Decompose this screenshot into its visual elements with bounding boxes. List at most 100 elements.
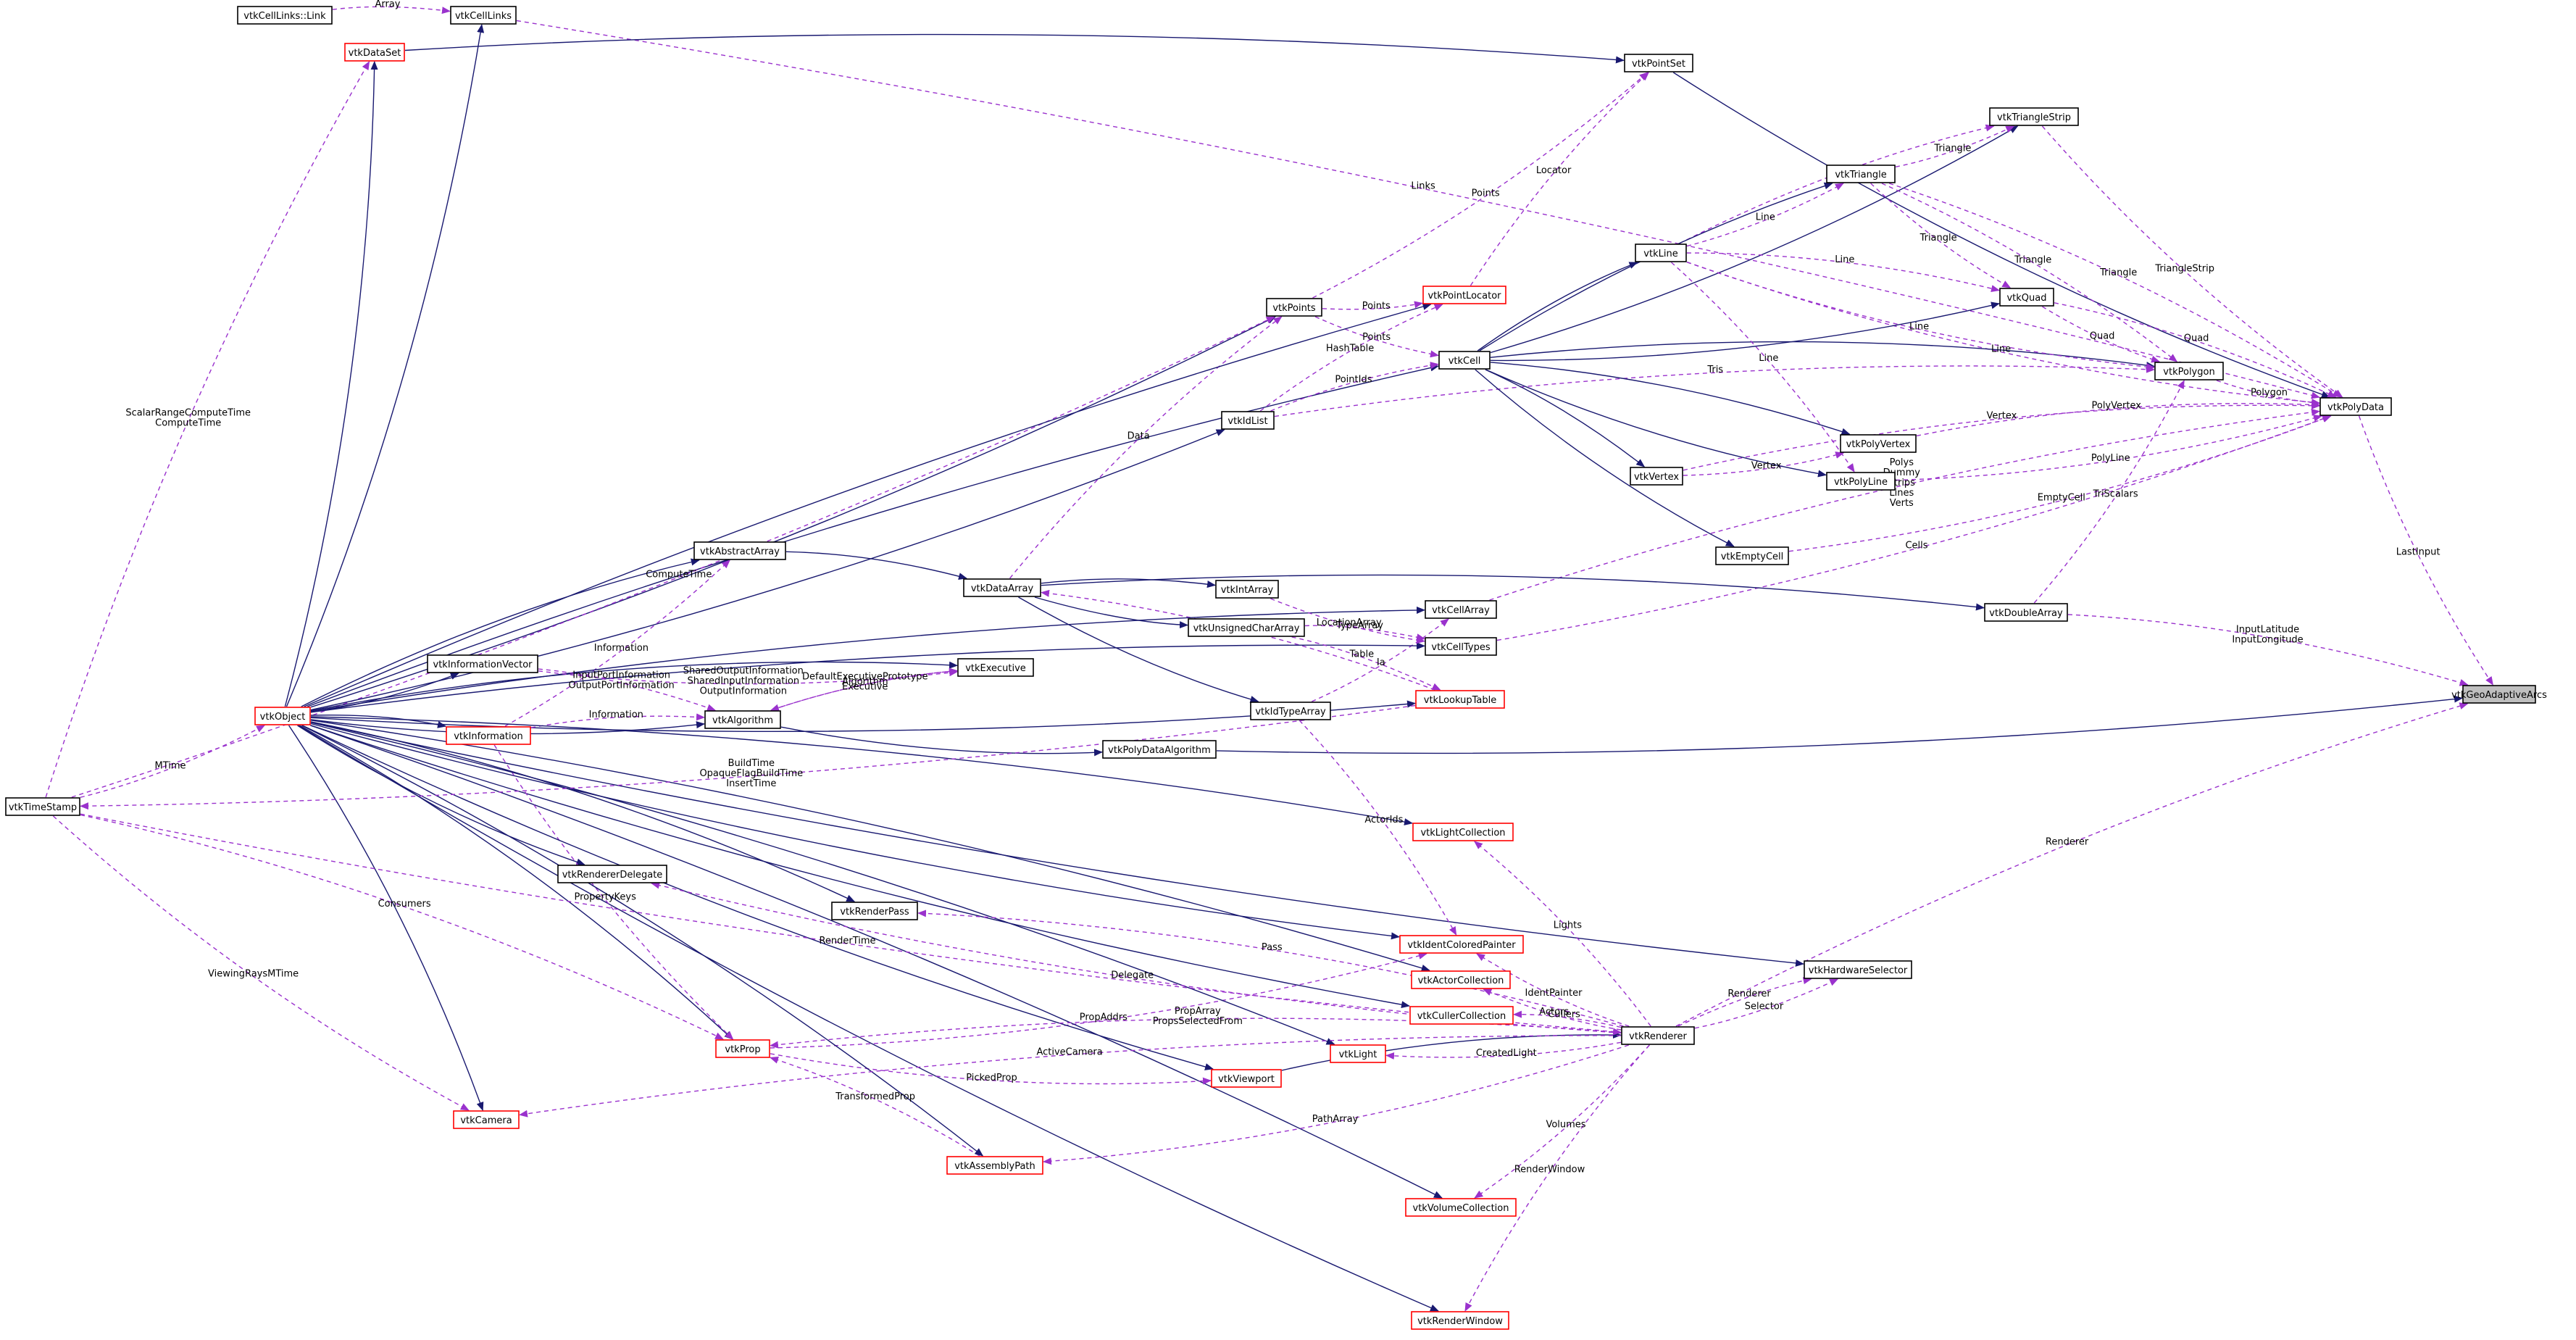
class-node-vtkquad[interactable]: vtkQuad <box>1999 288 2054 307</box>
class-box[interactable] <box>1221 411 1275 430</box>
class-box[interactable] <box>1266 298 1322 317</box>
class-node-vtkdataarray[interactable]: vtkDataArray <box>963 578 1041 597</box>
class-node-vtktrianglestrip[interactable]: vtkTriangleStrip <box>1989 107 2079 126</box>
class-box[interactable] <box>427 654 538 673</box>
class-box[interactable] <box>5 797 80 816</box>
class-box[interactable] <box>446 726 531 745</box>
class-box[interactable] <box>344 43 405 62</box>
class-node-vtkrenderwindow[interactable]: vtkRenderWindow <box>1411 1311 1509 1330</box>
class-node-vtkcamera[interactable]: vtkCamera <box>453 1110 520 1129</box>
class-node-vtkemptycell[interactable]: vtkEmptyCell <box>1715 546 1789 565</box>
class-node-vtkrenderpass[interactable]: vtkRenderPass <box>831 902 918 920</box>
class-node-vtkobject[interactable]: vtkObject <box>254 707 311 725</box>
class-node-vtkvolumecollection[interactable]: vtkVolumeCollection <box>1405 1198 1517 1217</box>
class-box[interactable] <box>1630 467 1683 486</box>
class-node-vtkassemblypath[interactable]: vtkAssemblyPath <box>946 1156 1043 1175</box>
class-node-vtkidentcoloredpainter[interactable]: vtkIdentColoredPainter <box>1399 935 1524 954</box>
class-node-vtkpointset[interactable]: vtkPointSet <box>1624 54 1693 72</box>
class-box[interactable] <box>254 707 311 725</box>
class-node-vtkcullercollection[interactable]: vtkCullerCollection <box>1409 1006 1514 1025</box>
class-node-vtktimestamp[interactable]: vtkTimeStamp <box>5 797 80 816</box>
class-node-vtktriangle[interactable]: vtkTriangle <box>1826 165 1896 183</box>
class-box[interactable] <box>1405 1198 1517 1217</box>
class-node-vtkactorcollection[interactable]: vtkActorCollection <box>1411 970 1511 989</box>
class-box[interactable] <box>2154 362 2224 380</box>
class-box[interactable] <box>831 902 918 920</box>
class-box[interactable] <box>1840 434 1917 453</box>
class-node-vtkpolydata[interactable]: vtkPolyData <box>2319 397 2392 416</box>
class-node-vtkpolydataalgorithm[interactable]: vtkPolyDataAlgorithm <box>1102 740 1217 759</box>
class-box[interactable] <box>450 6 517 25</box>
class-node-vtkpolygon[interactable]: vtkPolygon <box>2154 362 2224 380</box>
class-node-vtkinformation[interactable]: vtkInformation <box>446 726 531 745</box>
class-node-vtkpointlocator[interactable]: vtkPointLocator <box>1422 286 1506 304</box>
class-box[interactable] <box>1250 702 1331 720</box>
class-node-vtkviewport[interactable]: vtkViewport <box>1211 1069 1282 1088</box>
class-node-vtkprop[interactable]: vtkProp <box>715 1039 770 1058</box>
class-node-vtkrenderer[interactable]: vtkRenderer <box>1621 1026 1695 1045</box>
class-box[interactable] <box>1411 970 1511 989</box>
class-box[interactable] <box>1715 546 1789 565</box>
class-box[interactable] <box>1399 935 1524 954</box>
class-node-vtkintarray[interactable]: vtkIntArray <box>1215 580 1279 599</box>
class-box[interactable] <box>1211 1069 1282 1088</box>
class-box[interactable] <box>453 1110 520 1129</box>
class-box[interactable] <box>237 6 333 25</box>
class-node-vtklight[interactable]: vtkLight <box>1330 1044 1386 1063</box>
class-node-vtkexecutive[interactable]: vtkExecutive <box>957 658 1034 677</box>
class-box[interactable] <box>1989 107 2079 126</box>
class-box[interactable] <box>957 658 1034 677</box>
class-node-vtkdataset[interactable]: vtkDataSet <box>344 43 405 62</box>
class-box[interactable] <box>1188 618 1305 637</box>
class-box[interactable] <box>715 1039 770 1058</box>
class-box[interactable] <box>557 865 667 883</box>
class-box[interactable] <box>1415 690 1505 709</box>
class-node-vtklookuptable[interactable]: vtkLookupTable <box>1415 690 1505 709</box>
class-node-vtkidlist[interactable]: vtkIdList <box>1221 411 1275 430</box>
edge-vtkpoints-to-vtkpointset <box>1312 72 1648 299</box>
class-box[interactable] <box>963 578 1041 597</box>
class-box[interactable] <box>693 541 786 560</box>
class-node-vtkcell[interactable]: vtkCell <box>1438 351 1491 370</box>
class-box[interactable] <box>1984 603 2068 622</box>
class-box[interactable] <box>1215 580 1279 599</box>
class-box[interactable] <box>1624 54 1693 72</box>
class-node-vtkcelltypes[interactable]: vtkCellTypes <box>1425 637 1497 656</box>
class-node-vtkcelllinkslink[interactable]: vtkCellLinks::Link <box>237 6 333 25</box>
class-box[interactable] <box>1804 960 1912 979</box>
class-box[interactable] <box>1425 600 1497 619</box>
class-box[interactable] <box>1826 472 1896 491</box>
class-box[interactable] <box>946 1156 1043 1175</box>
class-box[interactable] <box>1635 244 1687 262</box>
edge-vtkunsignedchararray-to-vtkcelltypes <box>1304 625 1425 641</box>
class-box[interactable] <box>1102 740 1217 759</box>
class-node-vtkrendererdelegate[interactable]: vtkRendererDelegate <box>557 865 667 883</box>
class-box[interactable] <box>1412 823 1514 841</box>
class-node-vtkdoublearray[interactable]: vtkDoubleArray <box>1984 603 2068 622</box>
class-box[interactable] <box>1409 1006 1514 1025</box>
class-node-vtkcellarray[interactable]: vtkCellArray <box>1425 600 1497 619</box>
class-node-vtkcelllinks[interactable]: vtkCellLinks <box>450 6 517 25</box>
class-node-vtkhardwareselector[interactable]: vtkHardwareSelector <box>1804 960 1912 979</box>
class-node-vtkalgorithm[interactable]: vtkAlgorithm <box>704 710 781 729</box>
class-node-vtkinformationvector[interactable]: vtkInformationVector <box>427 654 538 673</box>
class-node-vtkidtypearray[interactable]: vtkIdTypeArray <box>1250 702 1331 720</box>
class-box[interactable] <box>704 710 781 729</box>
class-node-vtkabstractarray[interactable]: vtkAbstractArray <box>693 541 786 560</box>
class-box[interactable] <box>1438 351 1491 370</box>
class-node-vtkpolyvertex[interactable]: vtkPolyVertex <box>1840 434 1917 453</box>
class-box[interactable] <box>1330 1044 1386 1063</box>
class-box[interactable] <box>1411 1311 1509 1330</box>
class-node-vtkpoints[interactable]: vtkPoints <box>1266 298 1322 317</box>
class-node-vtkunsignedchararray[interactable]: vtkUnsignedCharArray <box>1188 618 1305 637</box>
class-box[interactable] <box>1621 1026 1695 1045</box>
class-node-vtkpolyline[interactable]: vtkPolyLine <box>1826 472 1896 491</box>
class-node-vtkline[interactable]: vtkLine <box>1635 244 1687 262</box>
class-node-vtklightcollection[interactable]: vtkLightCollection <box>1412 823 1514 841</box>
class-box[interactable] <box>2319 397 2392 416</box>
class-box[interactable] <box>1422 286 1506 304</box>
class-box[interactable] <box>1826 165 1896 183</box>
class-node-vtkvertex[interactable]: vtkVertex <box>1630 467 1683 486</box>
class-box[interactable] <box>1425 637 1497 656</box>
class-box[interactable] <box>1999 288 2054 307</box>
